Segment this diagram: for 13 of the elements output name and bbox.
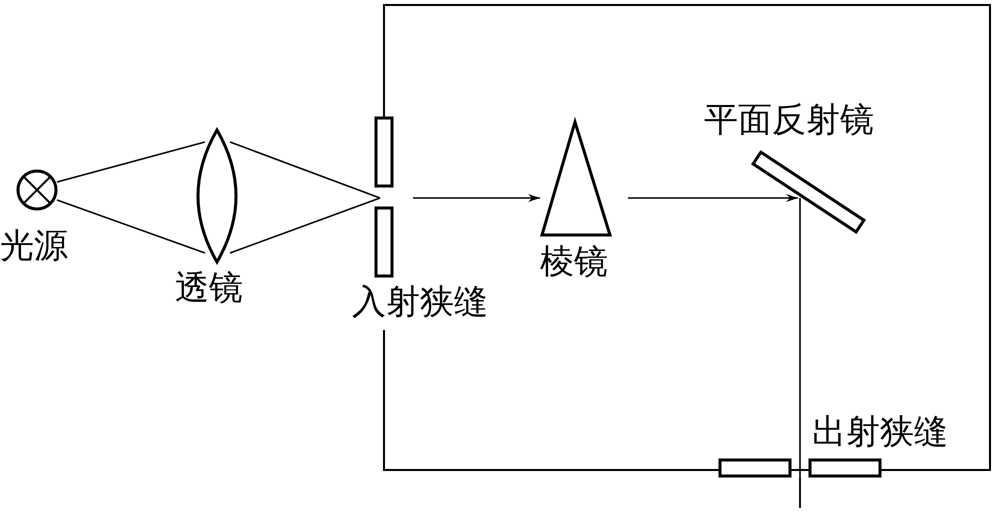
ray-arrow — [413, 194, 540, 202]
light-ray — [56, 141, 206, 183]
ray-arrow — [628, 194, 798, 202]
light-ray — [56, 199, 206, 254]
component-label: 入射狭缝 — [352, 282, 488, 322]
light-ray — [230, 197, 380, 254]
component-label: 平面反射镜 — [704, 100, 874, 140]
light-ray — [799, 198, 801, 508]
component-label: 光源 — [0, 226, 68, 266]
component-label: 棱镜 — [540, 242, 608, 282]
component-label: 出射狭缝 — [812, 412, 948, 452]
light-ray — [230, 141, 380, 199]
component-label: 透镜 — [175, 268, 243, 308]
